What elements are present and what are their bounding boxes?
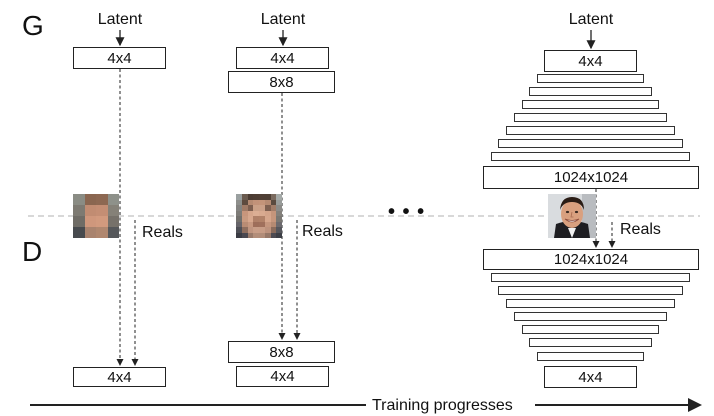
g-intermediate-block (491, 152, 690, 161)
g-intermediate-block (506, 126, 675, 135)
generator-label: G (22, 10, 44, 41)
d-intermediate-block (537, 352, 644, 361)
face-image-8x8 (236, 194, 282, 238)
d-intermediate-block (514, 312, 667, 321)
g-block-1024x1024: 1024x1024 (483, 166, 699, 189)
d-intermediate-block (506, 299, 675, 308)
g-block-8x8: 8x8 (228, 71, 335, 93)
g-block-4x4: 4x4 (544, 50, 637, 72)
g-block-4x4: 4x4 (236, 47, 329, 69)
g-intermediate-block (498, 139, 683, 148)
g-intermediate-block (514, 113, 667, 122)
latent-label-1: Latent (97, 11, 143, 28)
reals-label-3: Reals (620, 221, 661, 238)
latent-label-3: Latent (568, 11, 614, 28)
discriminator-label: D (22, 236, 43, 267)
g-block-4x4: 4x4 (73, 47, 166, 69)
latent-label-2: Latent (260, 11, 306, 28)
d-block-1024x1024: 1024x1024 (483, 249, 699, 270)
g-intermediate-block (522, 100, 659, 109)
d-intermediate-block (498, 286, 683, 295)
axis-label: Training progresses (372, 397, 513, 414)
g-intermediate-block (529, 87, 652, 96)
g-intermediate-block (537, 74, 644, 83)
d-intermediate-block (522, 325, 659, 334)
face-image-1024x1024 (548, 194, 596, 238)
d-block-4x4: 4x4 (73, 367, 166, 387)
reals-label-2: Reals (302, 223, 343, 240)
d-block-8x8: 8x8 (228, 341, 335, 363)
reals-label-1: Reals (142, 224, 183, 241)
face-image-4x4 (73, 194, 119, 238)
ellipsis: • • • (388, 201, 426, 223)
d-intermediate-block (491, 273, 690, 282)
d-block-4x4: 4x4 (236, 366, 329, 387)
d-block-4x4: 4x4 (544, 366, 637, 388)
d-intermediate-block (529, 338, 652, 347)
